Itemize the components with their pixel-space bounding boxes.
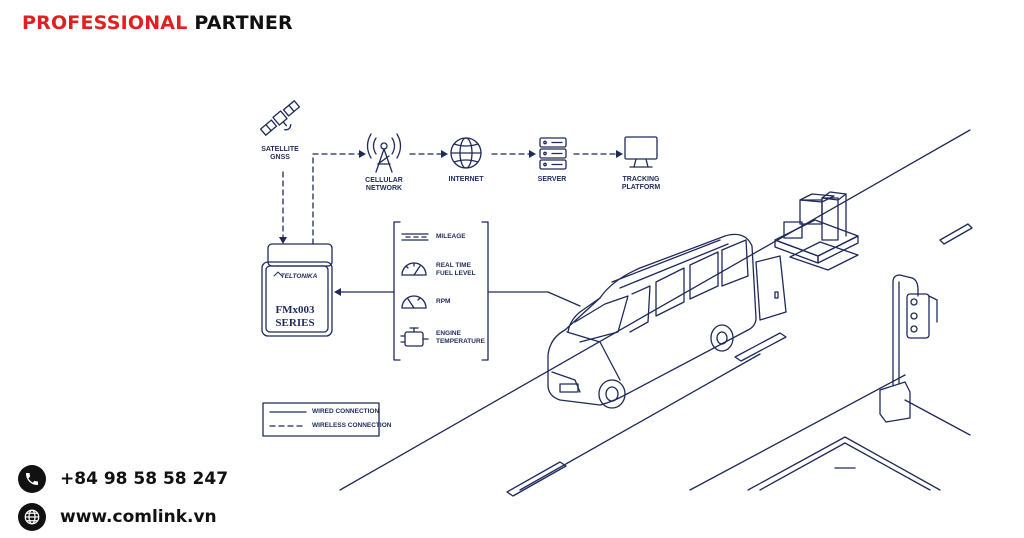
mileage-icon bbox=[401, 233, 429, 241]
satellite-label: SATELLITE GNSS bbox=[261, 146, 299, 161]
cellular-label: CELLULAR NETWORK bbox=[365, 177, 403, 192]
satellite-icon bbox=[259, 100, 301, 136]
globe-web-icon bbox=[18, 503, 46, 531]
fuel-gauge-icon bbox=[401, 262, 427, 276]
device-name: FMx003 SERIES bbox=[275, 304, 315, 329]
contact-phone: +84 98 58 58 247 bbox=[18, 465, 228, 493]
legend bbox=[262, 402, 380, 437]
server-icon bbox=[539, 137, 567, 170]
wireless-connections bbox=[282, 153, 619, 245]
contact-website: www.comlink.vn bbox=[18, 503, 217, 531]
globe-icon bbox=[450, 137, 482, 169]
device-brand: TELTONIKA bbox=[280, 273, 318, 280]
cell-tower-icon bbox=[366, 133, 402, 173]
website-link[interactable]: www.comlink.vn bbox=[60, 507, 217, 527]
brand-title: PROFESSIONAL PARTNER bbox=[22, 12, 293, 34]
phone-number[interactable]: +84 98 58 58 247 bbox=[60, 469, 229, 489]
server-label: SERVER bbox=[537, 176, 567, 183]
street-lines bbox=[339, 129, 973, 497]
pallets-boxes-icon bbox=[774, 191, 859, 271]
sensor-panel bbox=[393, 221, 489, 361]
sensor-rpm: RPM bbox=[436, 298, 451, 305]
phone-icon bbox=[18, 465, 46, 493]
legend-wired: WIRED CONNECTION bbox=[312, 408, 380, 415]
sensor-engine: ENGINE TEMPERATURE bbox=[436, 330, 485, 345]
rpm-gauge-icon bbox=[401, 295, 427, 309]
tracking-label: TRACKING PLATFORM bbox=[621, 176, 661, 191]
legend-wireless: WIRELESS CONNECTION bbox=[312, 422, 392, 429]
brand-title-part1: PROFESSIONAL bbox=[22, 12, 188, 34]
engine-icon bbox=[400, 327, 429, 347]
monitor-icon bbox=[624, 136, 658, 168]
sensor-mileage: MILEAGE bbox=[436, 233, 466, 240]
internet-label: INTERNET bbox=[448, 176, 484, 183]
wired-connections bbox=[340, 291, 581, 307]
van-illustration bbox=[547, 233, 787, 409]
sensor-fuel: REAL TIME FUEL LEVEL bbox=[436, 262, 476, 277]
tracker-device bbox=[261, 243, 333, 337]
traffic-light bbox=[879, 274, 938, 423]
brand-title-part2: PARTNER bbox=[194, 12, 293, 34]
